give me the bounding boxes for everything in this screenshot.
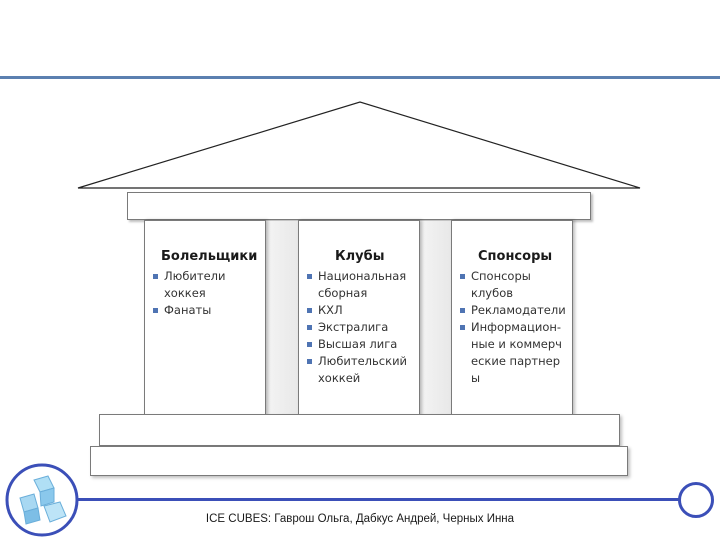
list-item: КХЛ xyxy=(307,302,419,319)
list-item: Спонсоры клубов xyxy=(460,268,541,302)
temple-entablature xyxy=(127,192,591,220)
list-item: Информацион-ные и коммерческие партнеры xyxy=(460,319,563,387)
column-list: Национальная сборная КХЛ Экстралига Высш… xyxy=(299,268,419,387)
list-item: Рекламодатели xyxy=(460,302,572,319)
list-item: Фанаты xyxy=(153,302,265,319)
temple-base-lower xyxy=(90,446,628,476)
list-item: Любительский хоккей xyxy=(307,353,410,387)
column-sponsors: Спонсоры Спонсоры клубов Рекламодатели И… xyxy=(451,220,573,416)
list-item: Национальная сборная xyxy=(307,268,410,302)
list-item: Любители хоккея xyxy=(153,268,244,302)
bottom-rule xyxy=(78,498,680,501)
footer-text: ICE CUBES: Гаврош Ольга, Дабкус Андрей, … xyxy=(0,513,720,525)
column-gap-left xyxy=(266,221,298,415)
column-list: Любители хоккея Фанаты xyxy=(145,268,265,319)
temple-base-upper xyxy=(99,414,620,446)
column-title: Болельщики xyxy=(161,249,265,264)
column-gap-right xyxy=(420,221,451,415)
column-title: Клубы xyxy=(335,249,419,264)
column-fans: Болельщики Любители хоккея Фанаты xyxy=(144,220,266,416)
list-item: Высшая лига xyxy=(307,336,419,353)
column-list: Спонсоры клубов Рекламодатели Информацио… xyxy=(452,268,572,387)
column-title: Спонсоры xyxy=(478,249,572,264)
column-clubs: Клубы Национальная сборная КХЛ Экстралиг… xyxy=(298,220,420,416)
list-item: Экстралига xyxy=(307,319,419,336)
ice-cubes-logo-icon xyxy=(4,462,80,538)
